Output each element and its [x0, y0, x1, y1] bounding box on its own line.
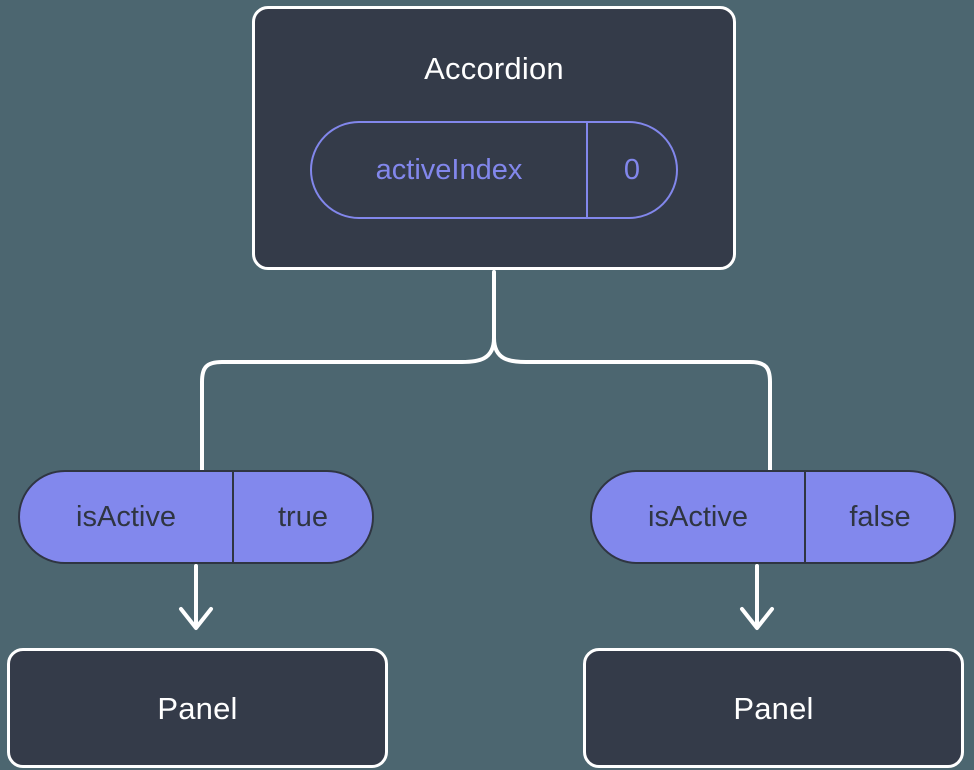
state-pill-activeindex[interactable]: activeIndex 0 — [310, 121, 678, 219]
prop-pill-isactive-false[interactable]: isActive false — [590, 470, 956, 564]
component-title-accordion: Accordion — [424, 51, 564, 86]
prop-pill-isactive-true[interactable]: isActive true — [18, 470, 374, 564]
connector-branch-left — [200, 336, 496, 472]
prop-pill-value: false — [804, 472, 954, 562]
state-pill-key: activeIndex — [375, 153, 523, 186]
component-title-panel-right: Panel — [733, 690, 814, 726]
arrow-head-left-icon — [179, 607, 213, 630]
state-pill-value: 0 — [586, 123, 676, 217]
component-title-panel-left: Panel — [157, 690, 238, 726]
prop-pill-value: true — [232, 472, 372, 562]
prop-pill-key: isActive — [648, 500, 748, 533]
prop-pill-key: isActive — [76, 500, 176, 533]
connector-branch-right — [492, 336, 772, 472]
component-card-panel-right[interactable]: Panel — [583, 648, 964, 768]
arrow-head-right-icon — [740, 607, 774, 630]
component-card-panel-left[interactable]: Panel — [7, 648, 388, 768]
